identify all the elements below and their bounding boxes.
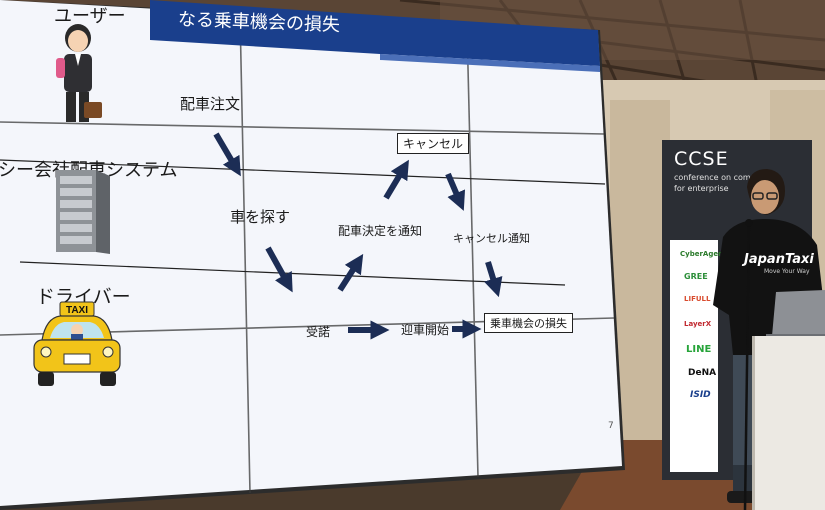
- laptop-icon: [766, 290, 825, 340]
- businesswoman-icon: [56, 24, 102, 122]
- banner-subtitle-line1: conference on comp: [674, 173, 756, 182]
- arrow-cancel-down: [445, 172, 466, 211]
- server-icon: [56, 170, 110, 254]
- taxi-icon: TAXI: [33, 301, 121, 386]
- step-loss: 乗車機会の損失: [484, 313, 573, 333]
- arrow-search-down: [265, 246, 293, 293]
- lane-label-user: ユーザー: [54, 6, 126, 27]
- sponsor-logo-line: LINE: [686, 344, 712, 355]
- podium: [752, 336, 825, 510]
- arrow-cancelnotify-down: [484, 261, 503, 298]
- speaker-shirt-subtext: Move Your Way: [764, 268, 810, 275]
- sponsor-logo-layerx: LayerX: [684, 320, 712, 328]
- step-notify: 配車決定を通知: [338, 224, 423, 238]
- step-accept: 受諾: [306, 325, 331, 339]
- sponsor-logo-lifull: LIFULL: [684, 295, 711, 303]
- arrow-cancel-up: [383, 159, 409, 200]
- step-order: 配車注文: [180, 95, 241, 113]
- lane-label-driver: ドライバー: [36, 286, 131, 308]
- step-cancel-notify: キャンセル通知: [453, 232, 530, 245]
- sponsor-logo-cyberagent: CyberAgent: [680, 250, 727, 258]
- sponsor-logo-isid: ISID: [690, 390, 711, 400]
- arrow-notify-up: [337, 253, 364, 292]
- step-pickup: 迎車開始: [401, 323, 450, 337]
- banner-title: CCSE: [674, 148, 729, 170]
- arrow-order-down: [213, 132, 241, 177]
- sponsor-logo-dena: DeNA: [688, 368, 717, 378]
- banner-subtitle-line2: for enterprise: [674, 184, 729, 193]
- step-search: 車を探す: [230, 208, 291, 226]
- sponsor-logo-gree: GREE: [684, 272, 708, 281]
- taxi-sign-text: TAXI: [66, 305, 88, 316]
- slide-page-number: 7: [608, 421, 614, 431]
- step-cancel: キャンセル: [397, 133, 470, 154]
- speaker-shirt-logo: JapanTaxi: [744, 252, 814, 267]
